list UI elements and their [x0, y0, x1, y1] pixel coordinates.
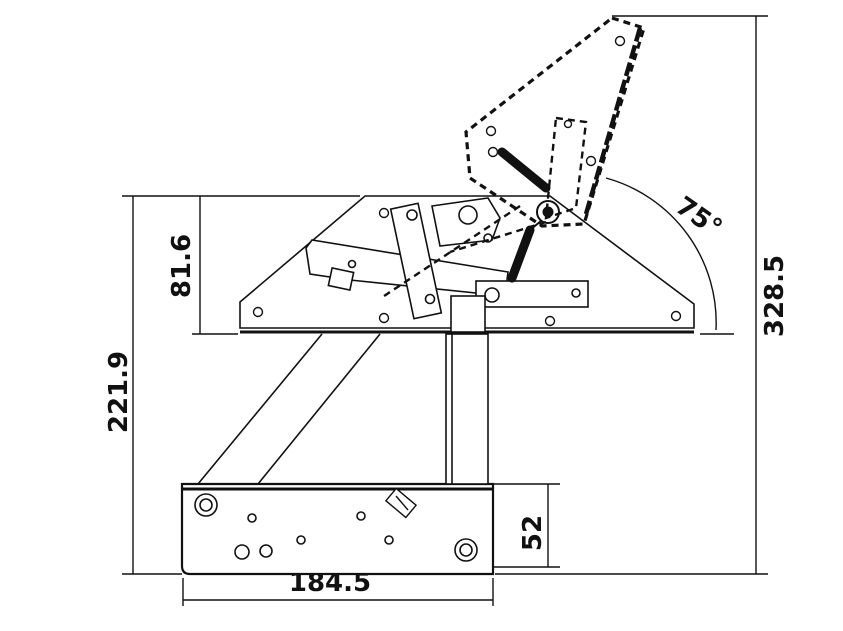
base-slot: [384, 487, 418, 519]
dimension-label-81-6: 81.6: [167, 234, 197, 298]
linkage: [305, 197, 589, 333]
support-arms: [197, 333, 489, 485]
dimension-label-328-5: 328.5: [760, 255, 790, 337]
dimension-label-angle: 75°: [670, 191, 727, 244]
dimension-label-52: 52: [518, 515, 548, 551]
dimension-label-221-9: 221.9: [104, 351, 134, 433]
base-plate: [180, 482, 495, 576]
open-position-holes: [485, 35, 626, 167]
dimension-lines: [122, 15, 768, 606]
spring: [497, 147, 560, 283]
open-position-edge: [583, 27, 643, 215]
open-position-outline: [383, 16, 646, 298]
